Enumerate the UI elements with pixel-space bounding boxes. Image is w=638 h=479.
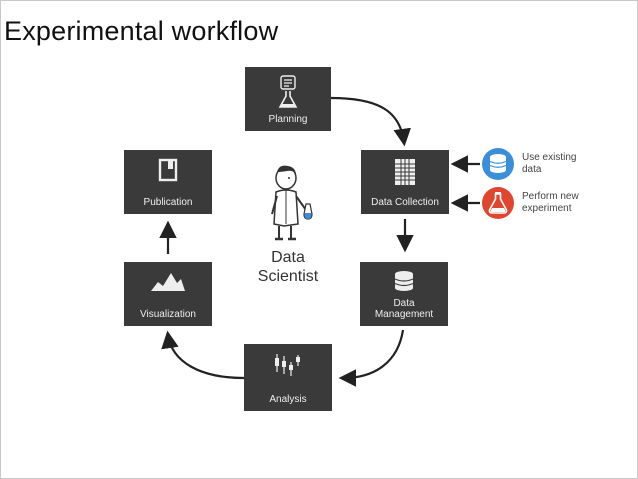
arrow-planning-to-collection: [330, 96, 411, 147]
step-label: Visualization: [140, 309, 196, 320]
use-existing-data-label: Use existing data: [522, 152, 576, 176]
step-label: Data Management: [360, 298, 448, 320]
flask-source-icon: [482, 187, 514, 219]
table-icon: [361, 158, 449, 191]
area-chart-icon: [124, 270, 212, 297]
step-label-line2: Management: [374, 309, 434, 320]
slide-title: Experimental workflow: [4, 16, 279, 46]
step-data-collection: Data Collection: [361, 150, 449, 214]
center-label-line2: Scientist: [257, 268, 319, 285]
step-label: Analysis: [269, 394, 307, 405]
planning-icon: [245, 75, 331, 116]
boxplot-icon: [244, 352, 332, 383]
step-planning: Planning: [245, 67, 331, 131]
arrow-analysis-to-visualization: [161, 330, 245, 380]
perform-new-experiment-label: Perform new experiment: [522, 191, 579, 215]
perform-new-line1: Perform new: [522, 191, 579, 202]
database-icon: [360, 270, 448, 297]
step-label: Data Collection: [371, 197, 439, 208]
data-scientist-label: Data Scientist: [250, 248, 326, 286]
use-existing-line2: data: [522, 164, 542, 175]
step-label-line1: Data: [393, 298, 415, 309]
step-label: Publication: [143, 197, 193, 208]
book-icon: [124, 158, 212, 187]
step-visualization: Visualization: [124, 262, 212, 326]
step-analysis: Analysis: [244, 344, 332, 411]
arrow-management-to-analysis: [338, 329, 405, 387]
step-label: Planning: [268, 114, 308, 125]
step-publication: Publication: [124, 150, 212, 214]
scientist-figure: [271, 165, 313, 241]
center-label-line1: Data: [271, 249, 305, 266]
use-existing-line1: Use existing: [522, 152, 577, 163]
database-source-icon: [482, 148, 514, 180]
perform-new-line2: experiment: [522, 203, 572, 214]
step-data-management: Data Management: [360, 262, 448, 326]
